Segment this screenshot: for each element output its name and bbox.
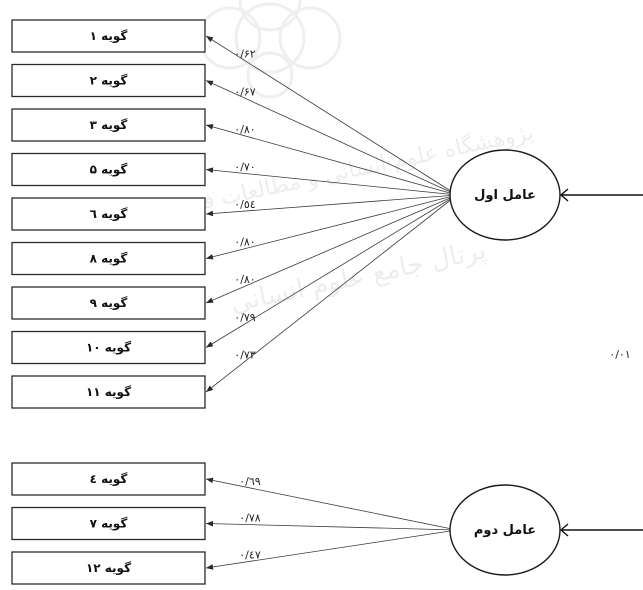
loading-label: ۰/۷۰: [234, 160, 255, 173]
arrowhead: [206, 297, 214, 303]
loading-path: [205, 523, 458, 531]
loading-path: [205, 35, 458, 196]
item-box: [11, 330, 206, 365]
arrowhead: [206, 80, 214, 86]
loading-path: [205, 194, 458, 393]
item-box: [11, 551, 206, 585]
item-node: گویه ۸: [11, 241, 206, 276]
correlation-label: ۰/۰۱: [609, 348, 630, 361]
factor-label: عامل دوم: [474, 523, 536, 538]
loading-path: [205, 194, 458, 304]
paths-layer: ۰/۶۲ ۰/۶۷ ۰/۸۰ ۰/۷۰ ۰/٥٤ ۰/۸۰ ۰/۸۰ ۰/۷۹ ۰/۷۳ ۰/٦٩…: [205, 35, 458, 570]
item-box: [11, 19, 206, 53]
item-label: گویه ٤: [90, 472, 128, 487]
loading-label: ۰/٤۷: [239, 548, 261, 561]
item-label: گویه ۵: [90, 163, 128, 178]
loading-label: ۰/٥٤: [234, 198, 256, 211]
items-layer: گویه ۱ گویه ۲ گویه ۳ گویه ۵ گویه ٦ گویه ۸ گویه…: [11, 19, 206, 585]
loading-path: [205, 124, 458, 196]
loading-label: ۰/۶۲: [234, 48, 256, 61]
item-label: گویه ۱۲: [86, 561, 131, 576]
item-node: گویه ٦: [11, 197, 206, 231]
item-box: [11, 108, 206, 142]
loading-path: [205, 80, 458, 196]
item-box: [11, 462, 206, 496]
factors-layer: عامل اول عامل دوم: [449, 149, 643, 576]
arrowhead: [206, 385, 214, 392]
loading-path: [205, 194, 458, 215]
arrowhead: [206, 167, 214, 173]
loading-path: [205, 194, 458, 348]
loading-path: [205, 478, 458, 531]
item-box: [11, 152, 206, 187]
item-box: [11, 241, 206, 276]
item-label: گویه ۷: [90, 517, 128, 532]
watermark-emblem-icon: [198, 0, 342, 99]
arrowhead: [206, 520, 214, 527]
item-node: گویه ۱۱: [11, 375, 206, 409]
loading-path: [205, 529, 458, 569]
item-node: گویه ۱۰: [11, 330, 206, 365]
item-box: [11, 63, 206, 98]
loading-label: ۰/۸۰: [234, 123, 255, 136]
item-box: [11, 506, 206, 541]
item-node: گویه ۱۲: [11, 551, 206, 585]
loading-label: ۰/۷۹: [234, 311, 256, 324]
item-box: [11, 197, 206, 231]
item-node: گویه ۳: [11, 108, 206, 142]
arrowhead: [206, 341, 214, 348]
loading-label: ۰/٦٩: [239, 475, 261, 488]
loading-label: ۰/۶۷: [234, 85, 256, 98]
item-label: گویه ۳: [90, 118, 128, 133]
loading-path: [205, 194, 458, 259]
item-label: گویه ۸: [90, 252, 128, 267]
arrowhead: [206, 36, 214, 43]
item-node: گویه ۱: [11, 19, 206, 53]
item-label: گویه ۱۱: [86, 385, 131, 400]
item-label: گویه ۹: [90, 296, 128, 311]
loading-path: [205, 169, 458, 196]
loading-label: ۰/۷۸: [239, 512, 261, 525]
item-node: گویه ٤: [11, 462, 206, 496]
arrowhead: [206, 564, 214, 570]
item-label: گویه ۱۰: [86, 341, 131, 356]
loading-label: ۰/۷۳: [234, 348, 256, 361]
item-label: گویه ۱: [90, 29, 128, 44]
factor-label: عامل اول: [474, 188, 536, 203]
factor-node: عامل اول: [449, 149, 643, 241]
loading-label: ۰/۸۰: [234, 236, 255, 249]
item-node: گویه ۵: [11, 152, 206, 187]
item-node: گویه ۷: [11, 506, 206, 541]
arrowhead: [206, 477, 214, 484]
item-label: گویه ٦: [90, 207, 128, 222]
item-node: گویه ۹: [11, 286, 206, 320]
factor-node: عامل دوم: [449, 484, 643, 576]
item-label: گویه ۲: [90, 74, 128, 89]
loading-label: ۰/۸۰: [234, 273, 255, 286]
arrowhead: [206, 254, 214, 260]
item-box: [11, 375, 206, 409]
item-box: [11, 286, 206, 320]
arrowhead: [206, 210, 214, 217]
item-node: گویه ۲: [11, 63, 206, 98]
arrowhead: [206, 124, 214, 130]
